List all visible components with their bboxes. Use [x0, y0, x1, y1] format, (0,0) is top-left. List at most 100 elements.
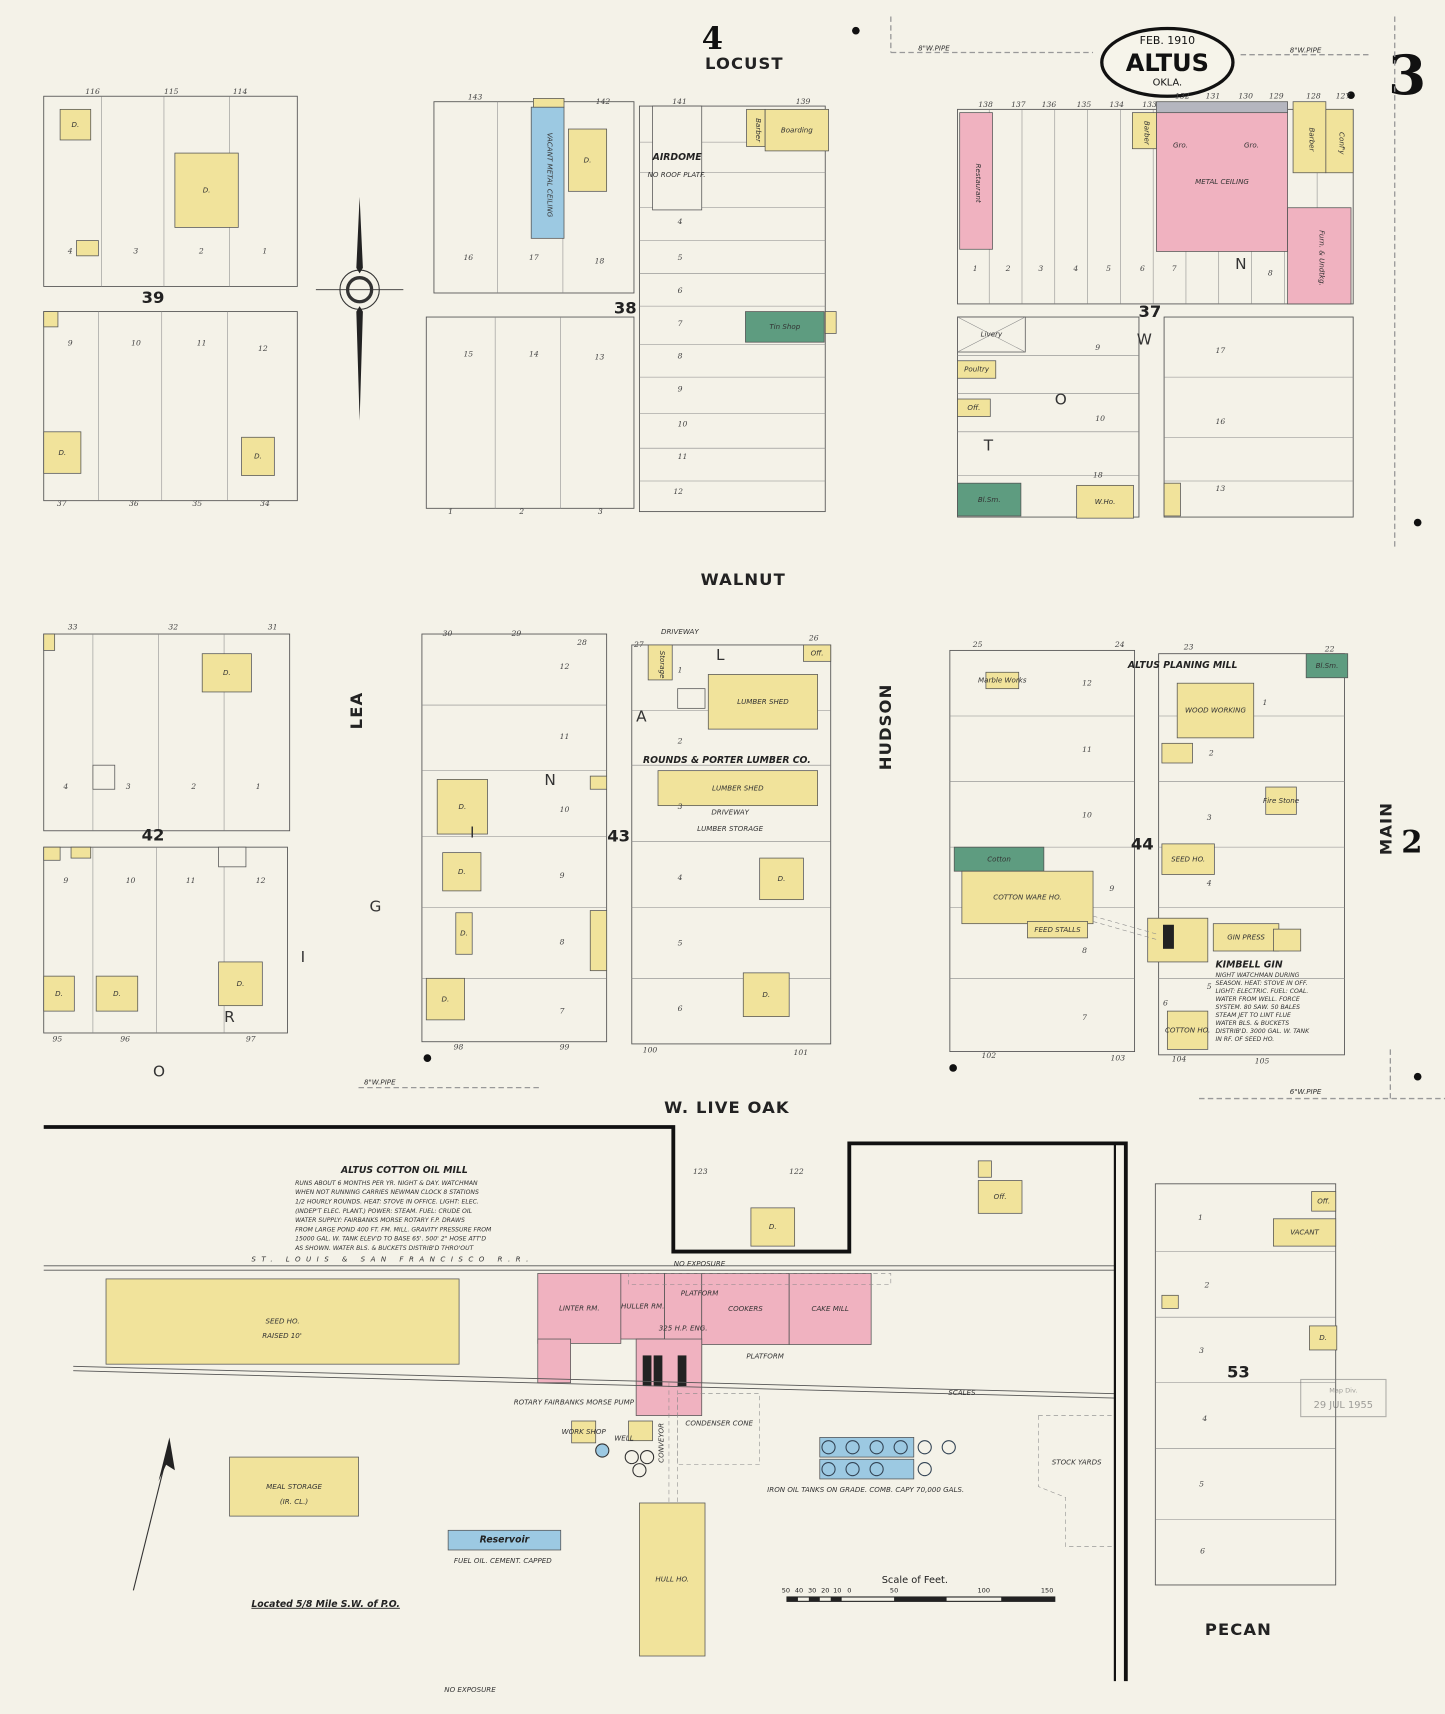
- map-annotation: DRIVEWAY: [711, 807, 749, 816]
- lot-number: 12: [560, 662, 570, 671]
- building-label: AIRDOME: [652, 152, 703, 163]
- street-live-oak: W. LIVE OAK: [664, 1098, 790, 1117]
- building-restaurant: [959, 112, 993, 250]
- building-label: D.: [442, 994, 450, 1003]
- mill-note-line: 15000 GAL. W. TANK ELEV'D TO BASE 65'. 5…: [295, 1236, 486, 1243]
- lot-number: 142: [596, 97, 611, 106]
- building-label: Livery: [981, 330, 1003, 339]
- letter: I: [301, 948, 306, 966]
- lot-number: 6: [678, 286, 683, 295]
- lot-number: 7: [1082, 1013, 1087, 1022]
- building-outbuilding: [977, 1160, 992, 1178]
- adjoining-sheet-east: 2: [1401, 825, 1422, 861]
- building-outbuilding: [677, 688, 706, 709]
- oil-tank-icon: [917, 1440, 932, 1455]
- lot-number: 131: [1206, 91, 1221, 100]
- building-label: HULLER RM.: [621, 1301, 664, 1310]
- water-pipe: [890, 16, 1396, 547]
- building-outbuilding: [1161, 1294, 1179, 1309]
- lot-number: 16: [463, 253, 473, 262]
- building-label: WORK SHOP: [562, 1427, 607, 1436]
- gin-note-line: IN RF. OF SEED HO.: [1215, 1036, 1274, 1043]
- street-hudson: HUDSON: [876, 684, 895, 771]
- building-label: D.: [584, 155, 592, 164]
- map-annotation: STOCK YARDS: [1052, 1458, 1102, 1467]
- mill-note-line: FROM LARGE POND 400 FT. FM. MILL. GRAVIT…: [295, 1226, 492, 1233]
- building-poultry: [957, 360, 997, 379]
- city-block: [631, 644, 832, 1045]
- lot-number: 122: [789, 1167, 804, 1176]
- building-seed-ho: [1161, 843, 1215, 875]
- building-label: Storage: [658, 651, 667, 679]
- lot-number: 4: [1206, 878, 1212, 887]
- building-label: COOKERS: [728, 1304, 763, 1313]
- street-locust: LOCUST: [705, 54, 784, 73]
- well-icon: [595, 1443, 610, 1458]
- lot-number: 7: [678, 319, 683, 328]
- building-outbuilding: [819, 1458, 915, 1480]
- addition-letters: T O W N O R I G I N A L: [153, 255, 1247, 1081]
- building-label: HULL HO.: [655, 1575, 689, 1584]
- building-outbuilding: [628, 1420, 653, 1442]
- scale-tick-label: 30: [808, 1587, 816, 1595]
- map-annotation: IRON OIL TANKS ON GRADE. COMB. CAPY 70,0…: [767, 1485, 964, 1494]
- building-label: D.: [1319, 1333, 1327, 1342]
- oil-tank-icon: [893, 1440, 908, 1455]
- building-label: MEAL STORAGE: [266, 1482, 322, 1491]
- city-block: [421, 633, 608, 1043]
- building-label: COTTON HO.: [1165, 1025, 1210, 1034]
- city-block: [957, 108, 1354, 305]
- cotton-oil-mill-note: ALTUS COTTON OIL MILL RUNS ABOUT 6 MONTH…: [294, 1165, 492, 1252]
- boiler-icon: [1162, 924, 1174, 949]
- city-block: [425, 316, 635, 509]
- building-label: Bl.Sm.: [978, 495, 1001, 504]
- building-label: GIN PRESS: [1227, 933, 1265, 942]
- lot-number: 138: [978, 100, 993, 109]
- map-annotation: NO EXPOSURE: [444, 1685, 496, 1694]
- building-label: Boarding: [781, 125, 813, 134]
- city-block: [949, 649, 1136, 1052]
- boiler-icon: [642, 1355, 652, 1387]
- lot-number: 30: [443, 629, 453, 638]
- building-label: D.: [458, 867, 466, 876]
- lot-number: 16: [1215, 417, 1225, 426]
- building-off: [1311, 1191, 1337, 1212]
- building-confy: [1325, 108, 1354, 174]
- hydrant-icon: [1413, 1072, 1422, 1081]
- lot-number: 34: [260, 499, 270, 508]
- lot-number: 8: [1268, 269, 1273, 278]
- building-outbuilding: [537, 1338, 571, 1384]
- scale-tick-label: 50: [782, 1587, 790, 1595]
- lot-number: 135: [1077, 100, 1092, 109]
- building-outbuilding: [589, 910, 608, 972]
- scale-tick-label: 10: [833, 1587, 841, 1595]
- oil-tank-icon: [869, 1440, 884, 1455]
- city-block: [638, 105, 826, 513]
- lot-number: 31: [268, 623, 278, 632]
- lot-number: 3: [598, 507, 603, 516]
- lot-number: 3: [1038, 264, 1043, 273]
- oil-tank-icon: [845, 1461, 860, 1477]
- city-block: [43, 633, 291, 832]
- gin-note-line: WATER BLS. & BUCKETS: [1215, 1020, 1289, 1027]
- lot-number: 10: [126, 876, 136, 885]
- lot-number: 141: [672, 97, 687, 106]
- lot-number: 33: [68, 623, 78, 632]
- building-d: [1309, 1325, 1338, 1351]
- scale-tick-label: 20: [821, 1587, 829, 1595]
- building-w-ho: [1076, 484, 1134, 519]
- building-label: Poultry: [964, 365, 990, 374]
- building-bl-sm: [1305, 653, 1349, 679]
- gin-note-line: SYSTEM. 80 SAW. 50 BALES: [1215, 1004, 1300, 1011]
- block-number-43: 43: [607, 827, 630, 846]
- lot-number: 137: [1011, 100, 1026, 109]
- building-outbuilding: [92, 764, 116, 790]
- building-d: [425, 977, 465, 1021]
- lot-number: 100: [643, 1046, 658, 1055]
- letter: T: [983, 436, 994, 454]
- building-label: Barber: [754, 118, 763, 143]
- building-label: Cotton: [987, 854, 1011, 863]
- pipe-label: 8"W.PIPE: [1290, 46, 1322, 55]
- lot-number: 2: [198, 247, 204, 256]
- lot-number: 37: [57, 499, 67, 508]
